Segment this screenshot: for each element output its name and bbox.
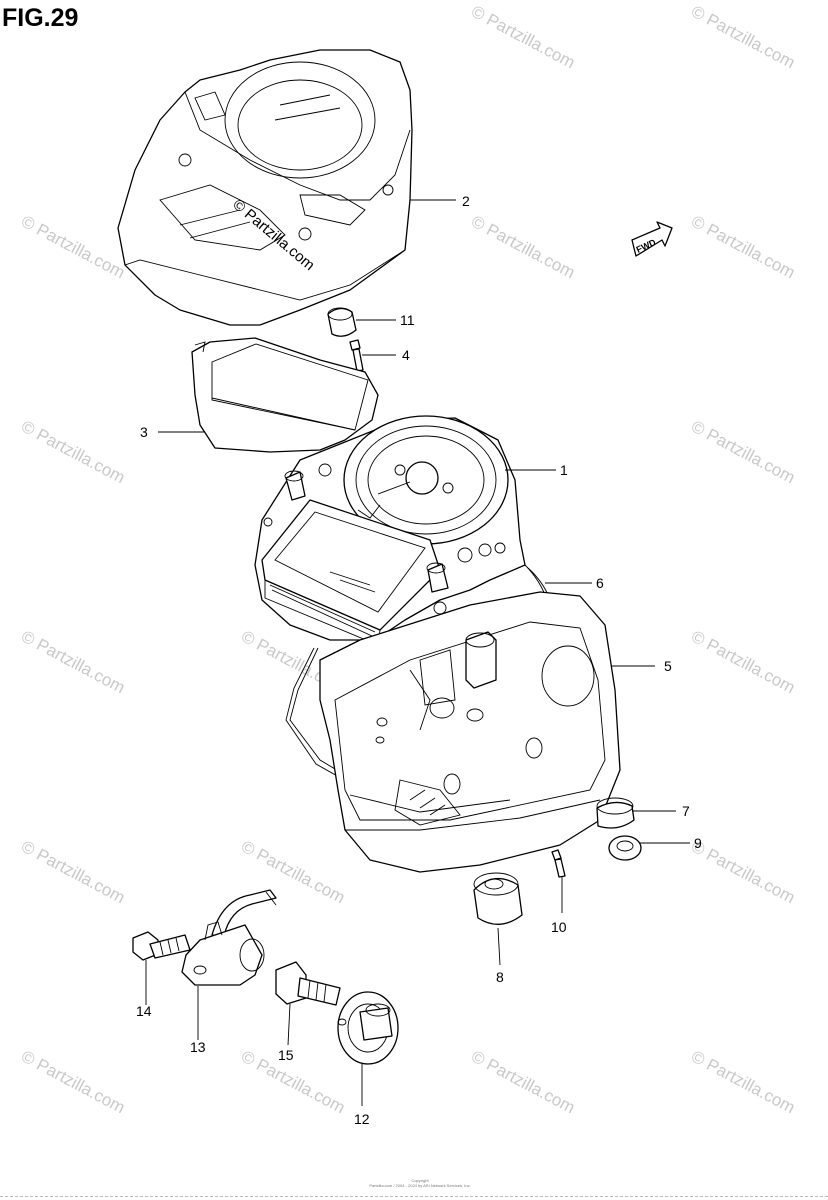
watermark: © Partzilla.com — [18, 627, 128, 698]
leader-lines — [145, 199, 690, 1106]
bottom-divider — [0, 1196, 828, 1197]
callout-4: 4 — [402, 347, 410, 363]
bolt-part-15 — [275, 961, 341, 1006]
callout-labels: 1 2 3 4 5 6 7 8 9 10 11 12 13 14 15 — [136, 193, 702, 1127]
watermark: © Partzilla.com — [468, 2, 578, 73]
watermark: © Partzilla.com — [18, 417, 128, 488]
callout-14: 14 — [136, 1003, 152, 1019]
rubber-mount-part-8 — [473, 872, 523, 925]
watermark: © Partzilla.com — [688, 837, 798, 908]
meter-case-part-5 — [319, 591, 621, 873]
callout-5: 5 — [664, 658, 672, 674]
lens-part-3 — [191, 337, 379, 453]
speed-sensor-part-13 — [181, 889, 277, 986]
footer-line-2: Partzilla.com / 2004 - 2024 by ARI Netwo… — [369, 1183, 471, 1188]
callout-13: 13 — [190, 1039, 206, 1055]
watermark: © Partzilla.com — [688, 417, 798, 488]
rotor-part-12 — [337, 991, 399, 1065]
callout-9: 9 — [694, 835, 702, 851]
watermark: © Partzilla.com — [18, 1047, 128, 1118]
watermark: © Partzilla.com — [688, 212, 798, 283]
watermark: © Partzilla.com — [18, 212, 128, 283]
fwd-arrow: FWD — [631, 221, 673, 257]
watermark: © Partzilla.com — [688, 627, 798, 698]
callout-6: 6 — [596, 575, 604, 591]
callout-8: 8 — [496, 969, 504, 985]
callout-11: 11 — [400, 312, 415, 328]
watermark: © Partzilla.com — [468, 1047, 578, 1118]
callout-15: 15 — [278, 1047, 294, 1063]
meter-assembly-part-1 — [254, 415, 526, 646]
watermark: © Partzilla.com — [18, 837, 128, 908]
callout-7: 7 — [682, 803, 690, 819]
screw-part-10 — [551, 849, 566, 878]
watermark: © Partzilla.com — [468, 212, 578, 283]
copyright-footer: Copyright Partzilla.com / 2004 - 2024 by… — [330, 1178, 510, 1188]
grommet-part-7 — [596, 797, 635, 829]
callout-1: 1 — [560, 462, 568, 478]
grommet-part-11 — [327, 307, 357, 337]
meter-cover-part-2: © Partzilla.com — [117, 49, 413, 326]
callout-2: 2 — [462, 193, 470, 209]
callout-3: 3 — [140, 424, 148, 440]
watermark: © Partzilla.com — [688, 1047, 798, 1118]
bolt-part-14 — [132, 931, 191, 961]
screw-part-4 — [349, 339, 364, 372]
footer-line-1: Copyright — [411, 1178, 429, 1183]
figure-title: FIG.29 — [2, 4, 79, 32]
callout-12: 12 — [354, 1111, 370, 1127]
watermark: © Partzilla.com — [688, 2, 798, 73]
collar-part-9 — [608, 835, 642, 861]
callout-10: 10 — [551, 919, 567, 935]
